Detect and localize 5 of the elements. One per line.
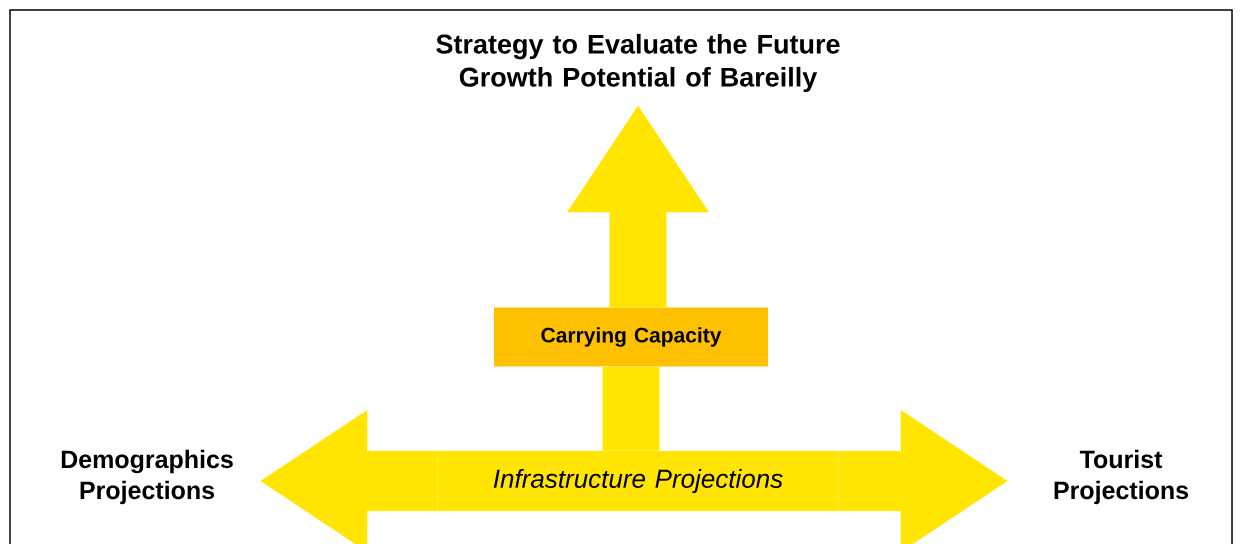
label-text: Demographics Projections bbox=[61, 449, 233, 505]
process-box: Carrying Capacity bbox=[494, 307, 768, 367]
label-text: Tourist Projections bbox=[1054, 449, 1189, 505]
arrow-label: Infrastructure Projections bbox=[438, 451, 838, 511]
title-text: Strategy to Evaluate the Future Growth Potential of Bareilly bbox=[436, 33, 840, 93]
